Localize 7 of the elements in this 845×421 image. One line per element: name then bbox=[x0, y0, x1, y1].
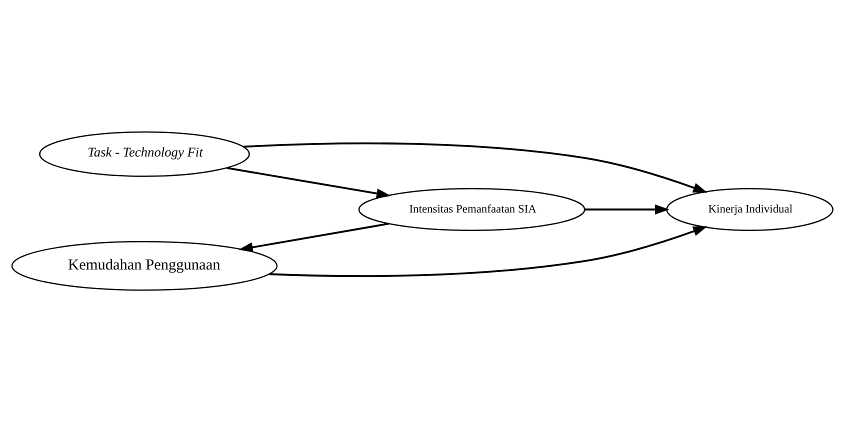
arrow bbox=[584, 204, 670, 214]
arrow bbox=[238, 222, 390, 252]
node-ellipse: Task - Technology Fit bbox=[39, 130, 250, 176]
arrow bbox=[243, 142, 708, 192]
arrow bbox=[226, 166, 391, 198]
node-ellipse: Kinerja Individual bbox=[666, 188, 834, 230]
arrow bbox=[269, 226, 708, 276]
